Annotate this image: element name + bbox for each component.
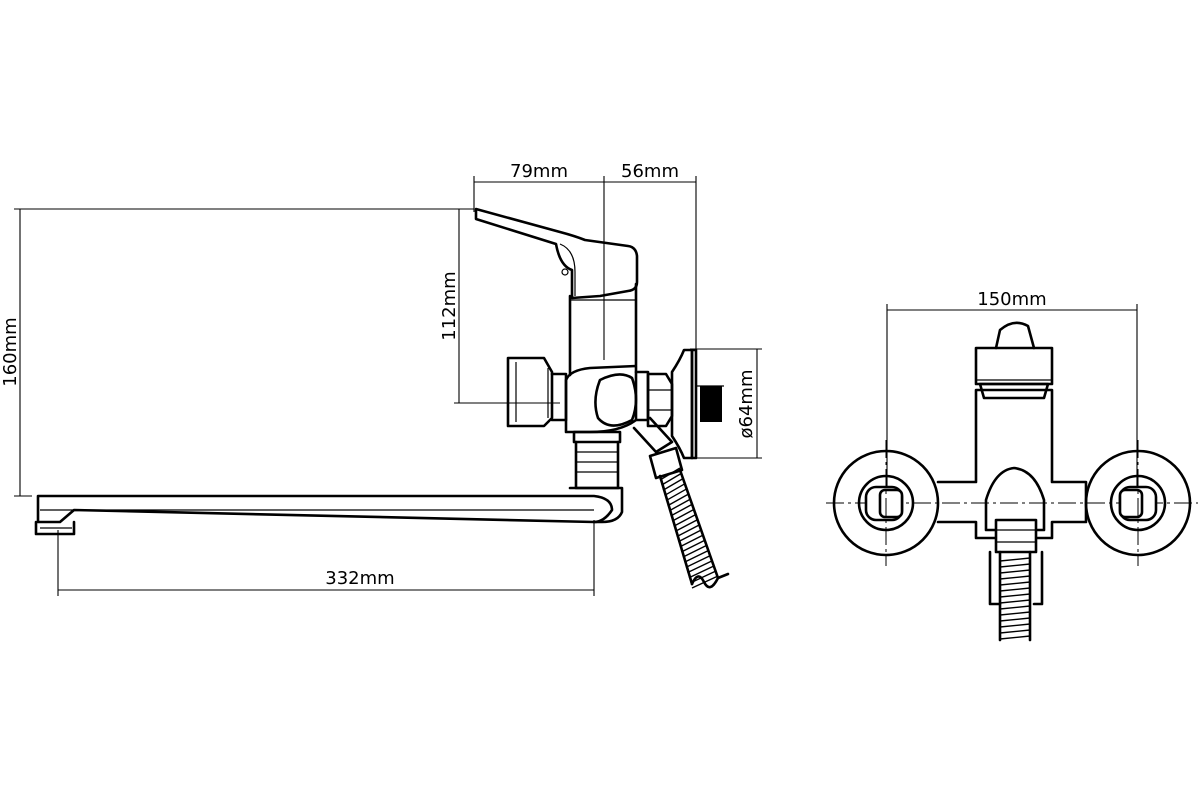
- spout: [34, 494, 614, 536]
- dimension-label-150: 150mm: [977, 289, 1046, 310]
- dimension-flange: ø64mm: [690, 348, 762, 459]
- side-view: 160mm 112mm 79mm 56mm ø64mm: [0, 161, 762, 596]
- dimension-label-64: ø64mm: [736, 370, 757, 439]
- cartridge-housing: [568, 282, 638, 377]
- diverter-knob: [506, 356, 568, 428]
- dimension-label-56: 56mm: [621, 161, 679, 182]
- shower-hose: [632, 416, 730, 589]
- wall-flange: [670, 348, 698, 460]
- spout-connector: [568, 430, 624, 524]
- dimension-spacing: 150mm: [886, 289, 1138, 500]
- lever-handle: [474, 207, 639, 300]
- dimension-label-332: 332mm: [325, 568, 394, 589]
- dimension-body-height: 112mm: [439, 209, 560, 404]
- left-eccentric-connector: [832, 440, 940, 566]
- front-view: 150mm: [826, 289, 1198, 642]
- front-hose: [988, 518, 1044, 642]
- dimension-spout: 332mm: [57, 520, 595, 596]
- dimension-top: 79mm 56mm: [473, 161, 697, 360]
- dimension-label-112: 112mm: [439, 271, 460, 340]
- mixer-body: [564, 364, 650, 434]
- front-lever-handle: [974, 321, 1054, 400]
- dimension-label-79: 79mm: [510, 161, 568, 182]
- wall-connector-thread: [696, 385, 724, 422]
- dimension-total-height: 160mm: [0, 208, 474, 497]
- front-body: [936, 388, 1088, 540]
- dimension-label-160: 160mm: [0, 317, 21, 386]
